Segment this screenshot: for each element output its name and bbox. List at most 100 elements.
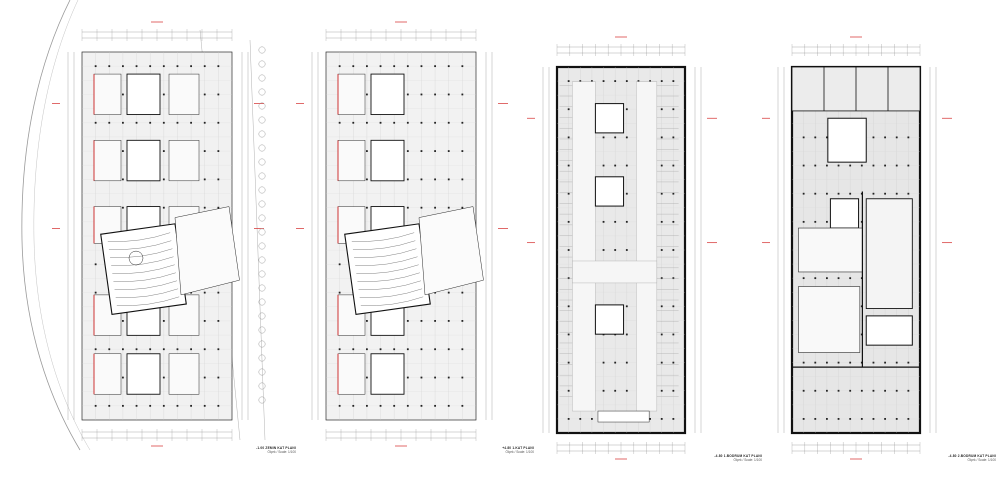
room [93,140,122,182]
column [826,361,828,364]
column [122,65,124,68]
column [94,348,97,351]
core-blocks [559,81,679,423]
column [434,206,436,209]
column [108,65,111,68]
column [94,291,97,294]
column [461,404,464,407]
column [162,93,165,96]
column [802,136,805,139]
column [660,305,663,308]
column [614,164,617,167]
column [190,121,192,124]
column [203,348,206,351]
column [837,389,840,392]
dimension-lines [67,29,249,441]
column [625,80,628,82]
tree [258,186,266,194]
column [614,361,617,364]
column [814,361,817,364]
column [406,121,409,124]
floor-plan-4 [762,36,952,460]
plant-room [865,198,913,310]
column [672,192,675,195]
column [907,136,910,139]
tree [258,60,266,68]
column [814,389,817,392]
seat-row [115,288,179,298]
column [567,220,570,223]
column [176,121,179,124]
column [352,348,355,351]
angled-wing [418,206,484,296]
plan-title: -4.80 1.BODRUM KAT PLANI [714,454,762,458]
column [872,192,875,195]
column [672,333,675,336]
column [122,206,124,209]
column [190,291,192,294]
column [461,206,464,209]
column [434,348,436,351]
column [190,404,192,407]
column [217,65,220,68]
column [860,418,863,420]
core-room [370,353,405,395]
column [447,348,450,351]
column [434,65,436,68]
column [860,164,863,167]
column [872,418,875,420]
column [447,206,450,209]
drive-aisle [636,81,658,412]
column [420,178,423,181]
column [672,361,675,364]
column [379,348,382,351]
tree [258,144,266,152]
column [837,192,840,195]
column [338,65,341,68]
column [826,277,828,280]
column [895,164,898,167]
seat-row [354,248,417,258]
column [814,277,817,280]
site-boundary-curve [21,0,81,451]
column [190,65,192,68]
column [217,291,220,294]
column [406,348,409,351]
column [217,320,220,322]
core-room [126,353,161,395]
column [217,93,220,96]
column [94,121,97,124]
seat-row [113,272,176,282]
seat-row [360,296,424,306]
floor-plan-1 [52,21,264,447]
column [94,65,97,68]
column [162,348,165,351]
column [625,249,628,251]
tree [258,158,266,166]
column [672,164,675,167]
column [660,277,663,280]
column [461,150,464,152]
core-blocks [791,66,921,368]
column [637,80,640,82]
column [602,136,605,139]
column [217,121,220,124]
column [884,136,886,139]
column [849,277,852,280]
column [203,150,206,152]
column [420,320,423,322]
column [338,121,341,124]
column [602,249,605,251]
column [625,192,628,195]
column [447,150,450,152]
column [420,121,423,124]
column [625,164,628,167]
column [162,376,165,379]
column [802,164,805,167]
drive-aisle [572,260,658,284]
column [802,277,805,280]
column [406,93,409,96]
column [884,361,886,364]
column [567,249,570,251]
column [895,389,898,392]
